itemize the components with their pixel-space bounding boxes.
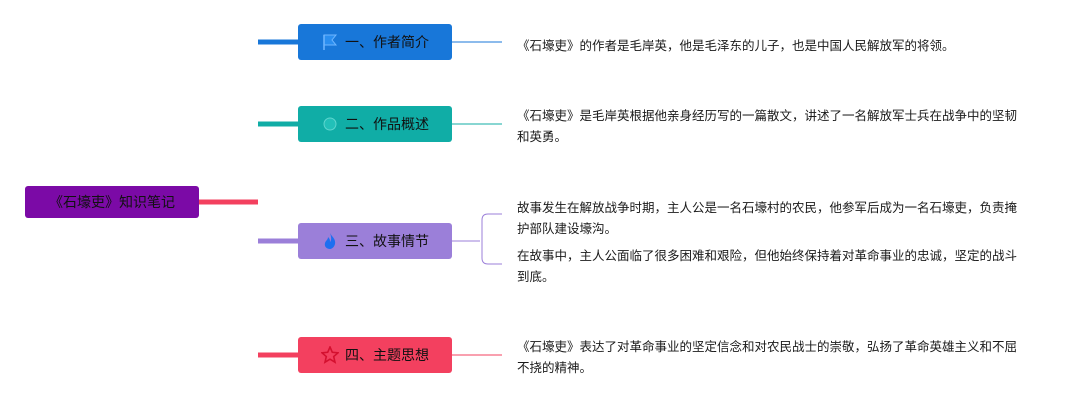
branch-label: 三、故事情节 (345, 234, 429, 250)
note-3-connector (452, 213, 502, 265)
branch-label: 一、作者简介 (345, 35, 429, 51)
root-label: 《石壕吏》知识笔记 (49, 195, 175, 211)
branch-node-plot[interactable]: 三、故事情节 (298, 223, 452, 259)
note-plot-2[interactable]: 在故事中，主人公面临了很多困难和艰险，但他始终保持着对革命事业的忠诚，坚定的战斗… (517, 248, 1018, 284)
branch-node-author[interactable]: 一、作者简介 (298, 24, 452, 60)
flag-icon (323, 34, 338, 50)
branch-node-theme[interactable]: 四、主题思想 (298, 337, 452, 373)
root-node[interactable]: 《石壕吏》知识笔记 (25, 186, 199, 218)
note-author[interactable]: 《石壕吏》的作者是毛岸英，他是毛泽东的儿子，也是中国人民解放军的将领。 (517, 38, 955, 53)
branch-label: 四、主题思想 (345, 348, 429, 364)
circle-icon (323, 117, 337, 131)
star-icon (321, 346, 339, 364)
flame-icon (324, 233, 336, 249)
note-overview[interactable]: 《石壕吏》是毛岸英根据他亲身经历写的一篇散文，讲述了一名解放军士兵在战争中的坚韧… (517, 108, 1018, 144)
note-theme[interactable]: 《石壕吏》表达了对革命事业的坚定信念和对农民战士的崇敬，弘扬了革命英雄主义和不屈… (517, 339, 1018, 375)
branch-node-overview[interactable]: 二、作品概述 (298, 106, 452, 142)
branch-label: 二、作品概述 (345, 117, 429, 133)
note-plot-1[interactable]: 故事发生在解放战争时期，主人公是一名石壕村的农民，他参军后成为一名石壕吏，负责掩… (517, 200, 1018, 236)
